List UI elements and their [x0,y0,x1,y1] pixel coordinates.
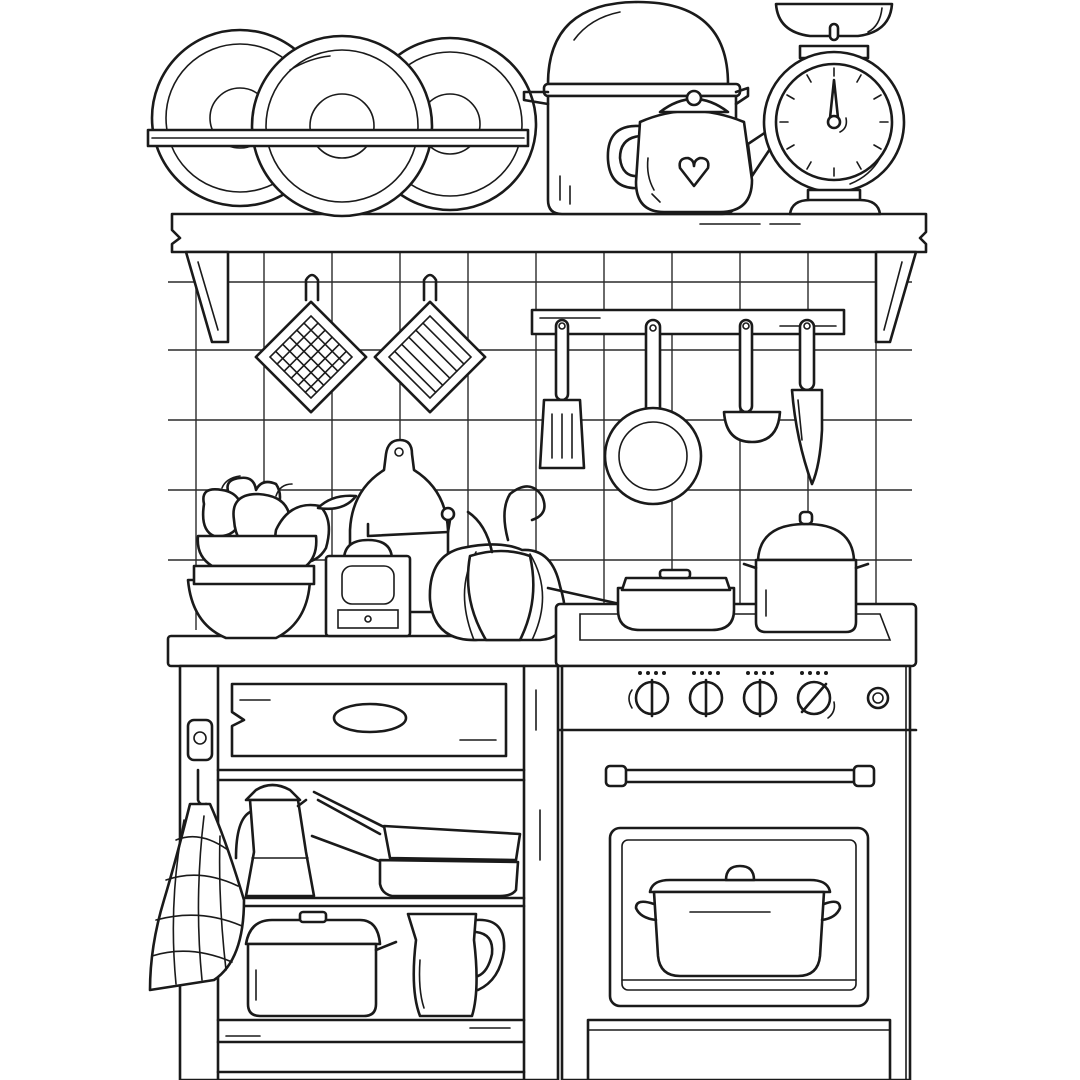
dish-rack-plates [146,28,538,218]
pitcher [406,912,506,1018]
bowls-with-apples [186,475,358,640]
stove-knobs [628,671,890,719]
pot-holder-right [373,273,487,414]
stove-top [554,602,918,668]
dutch-oven [244,910,398,1018]
saute-pan [546,568,736,632]
top-shelf [170,212,928,344]
ladle [722,318,782,444]
oven-handle [604,764,876,788]
knife [790,318,824,486]
roasting-pot [634,864,842,978]
stove [554,664,918,1080]
utensil-rail [530,308,846,336]
spatula [538,318,586,470]
frying-pan-hanging [603,318,703,506]
pumpkin [428,485,567,642]
cabinet-drawer [230,682,508,758]
coffee-pot [234,783,316,898]
small-pot [742,510,870,634]
frying-pans [310,790,522,898]
pot-holder-left [254,273,368,414]
coffee-grinder [324,506,456,638]
towel-on-hook [148,718,246,992]
kitchen-scale [762,2,906,216]
